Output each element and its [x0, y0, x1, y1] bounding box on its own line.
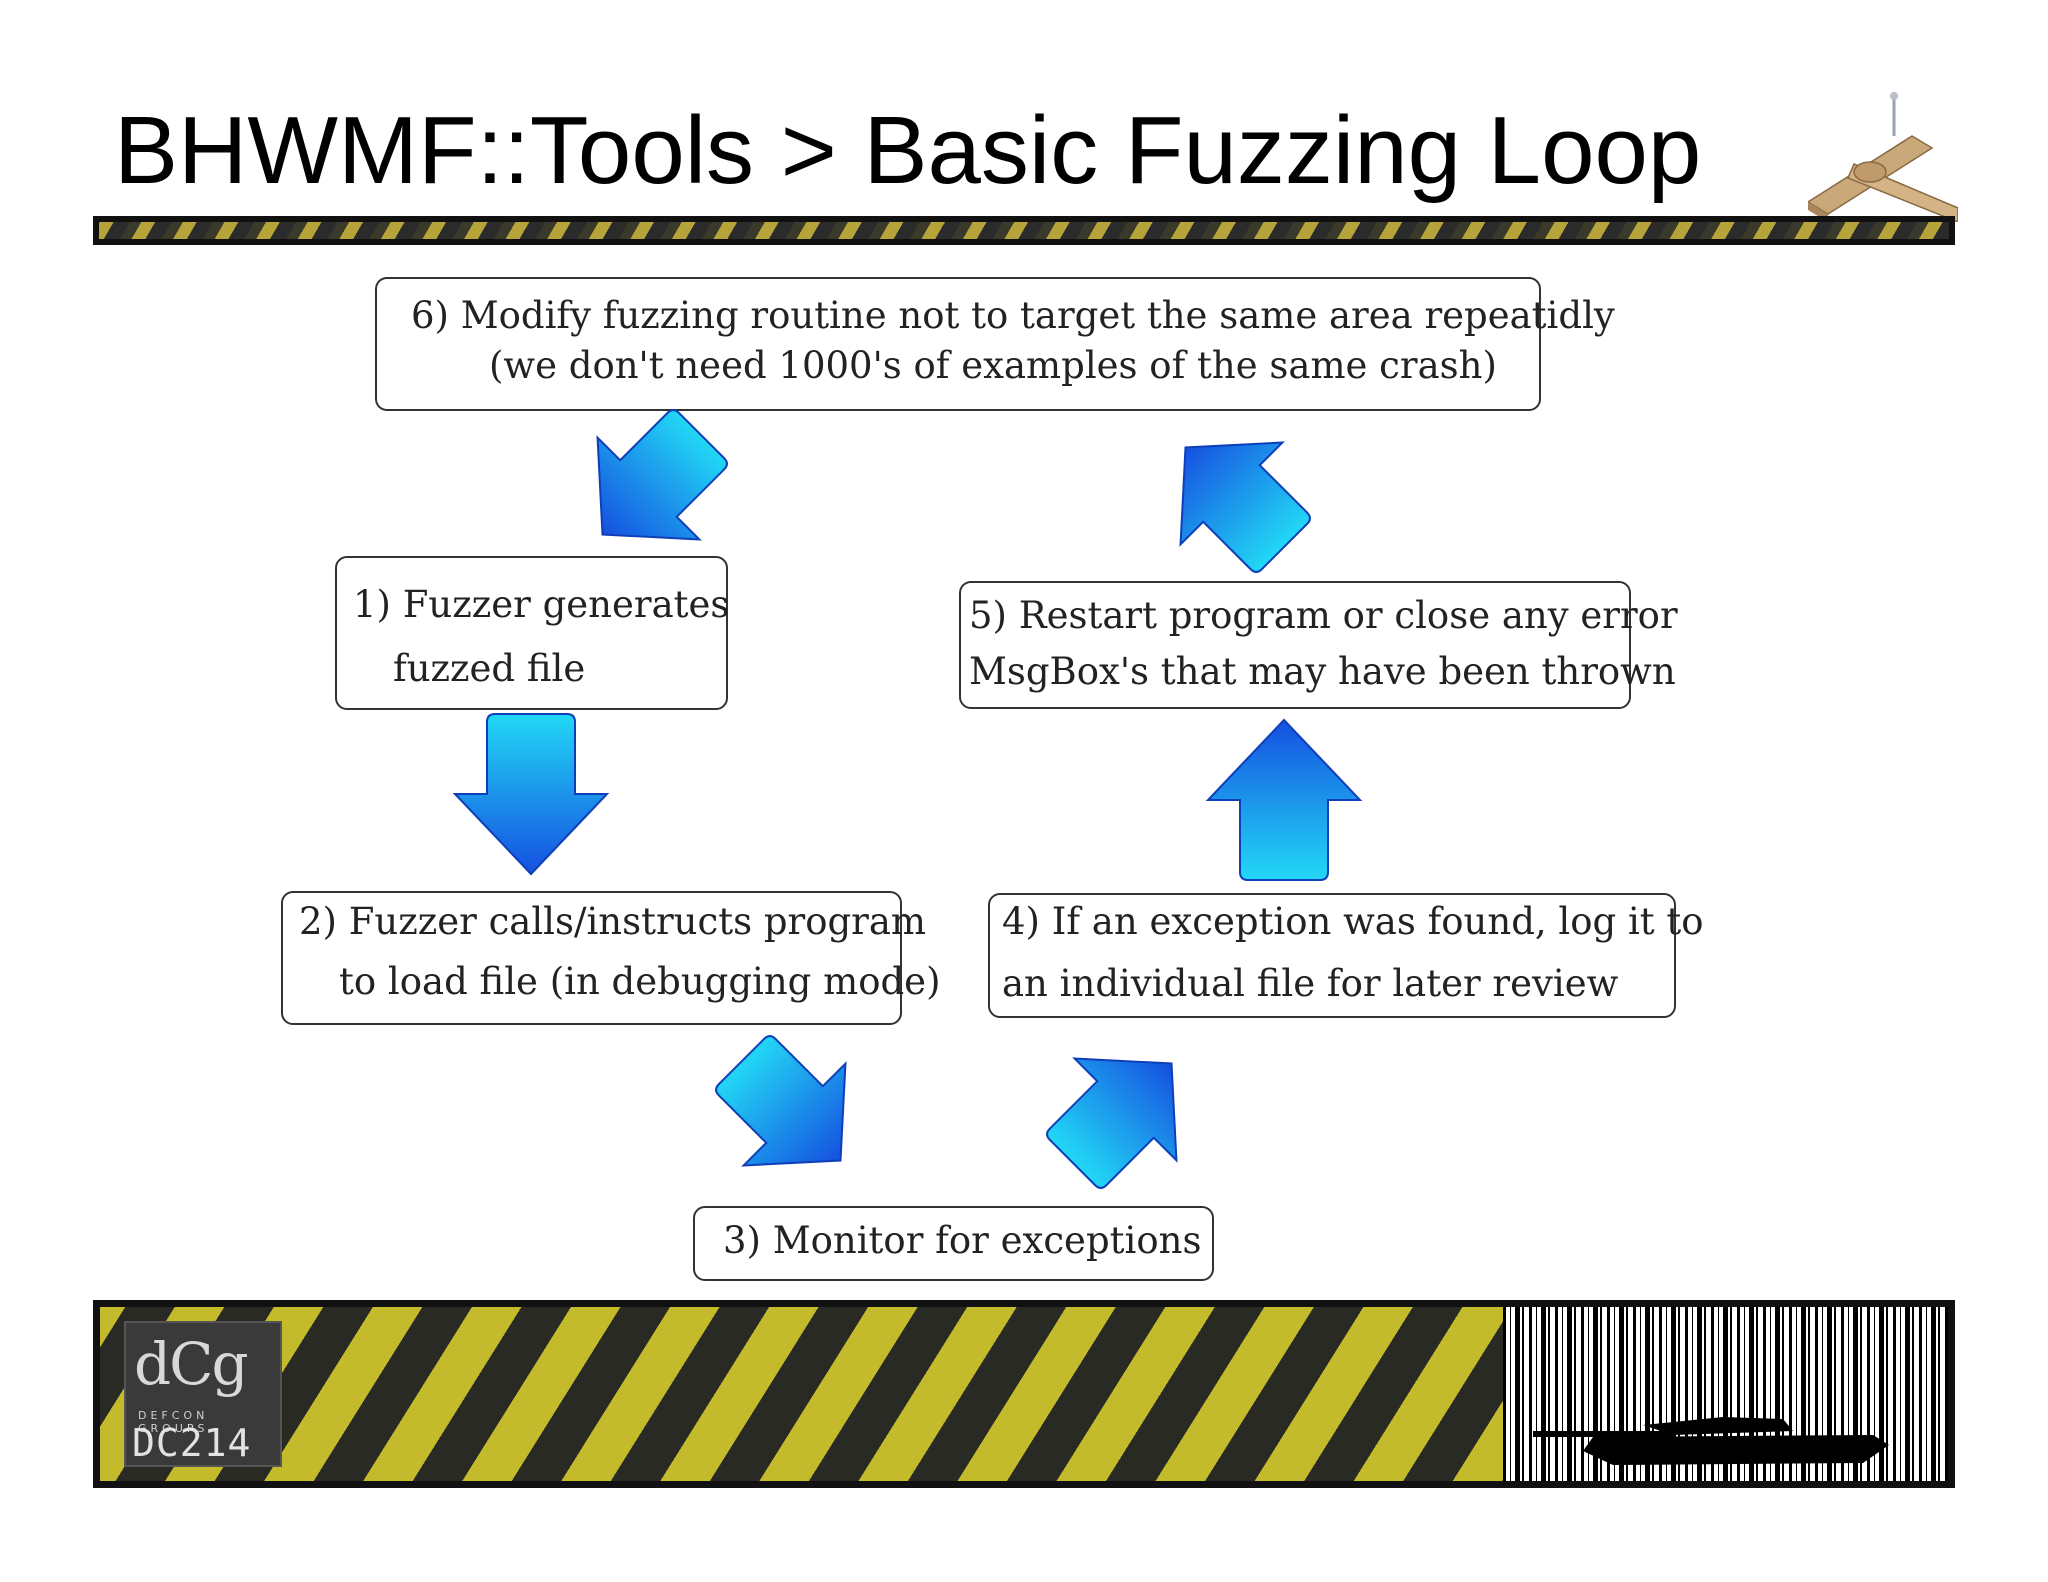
step-5-line-2: MsgBox's that may have been thrown — [969, 650, 1676, 693]
step-3-box: 3) Monitor for exceptions — [693, 1206, 1214, 1281]
step-4-line-2: an individual file for later review — [1002, 962, 1619, 1005]
arrow-2-to-3 — [715, 1035, 847, 1167]
step-5-box: 5) Restart program or close any error Ms… — [959, 581, 1678, 709]
step-1-line-2: fuzzed file — [393, 647, 586, 690]
step-6-line-1: 6) Modify fuzzing routine not to target … — [411, 294, 1615, 337]
step-4-box: 4) If an exception was found, log it to … — [988, 893, 1704, 1018]
arrow-1-to-2 — [452, 713, 610, 876]
arrow-5-to-6 — [1179, 441, 1311, 573]
arrow-6-to-1 — [596, 409, 728, 541]
step-5-line-1: 5) Restart program or close any error — [969, 594, 1678, 637]
step-1-box: 1) Fuzzer generates fuzzed file — [335, 556, 730, 710]
step-2-line-2: to load file (in debugging mode) — [339, 960, 941, 1003]
page-title: BHWMF::Tools > Basic Fuzzing Loop — [114, 97, 1702, 204]
step-1-line-1: 1) Fuzzer generates — [353, 583, 730, 626]
dcg-logo-mark: dCg — [134, 1330, 249, 1398]
dcg-logo-name: DC214 — [132, 1421, 252, 1465]
hazard-stripe-divider — [93, 216, 1955, 245]
arrow-3-to-4 — [1046, 1057, 1178, 1189]
step-6-box: 6) Modify fuzzing routine not to target … — [375, 277, 1615, 411]
dcg-logo-subtitle: DEFCON GROUPS — [138, 1409, 209, 1435]
dcg-logo: dCg DEFCON GROUPS DC214 — [124, 1321, 282, 1467]
barcode-graphic — [1503, 1307, 1948, 1481]
wooden-boards-logo — [1808, 92, 1958, 222]
hazard-footer-banner: dCg DEFCON GROUPS DC214 — [93, 1300, 1955, 1488]
step-6-line-2: (we don't need 1000's of examples of the… — [489, 344, 1497, 387]
arrow-4-to-5 — [1205, 718, 1363, 881]
step-4-line-1: 4) If an exception was found, log it to — [1002, 900, 1704, 943]
step-2-line-1: 2) Fuzzer calls/instructs program — [299, 900, 927, 943]
step-2-box: 2) Fuzzer calls/instructs program to loa… — [281, 891, 941, 1025]
tank-silhouette-icon — [1533, 1417, 1889, 1465]
step-3-line-1: 3) Monitor for exceptions — [723, 1219, 1202, 1262]
